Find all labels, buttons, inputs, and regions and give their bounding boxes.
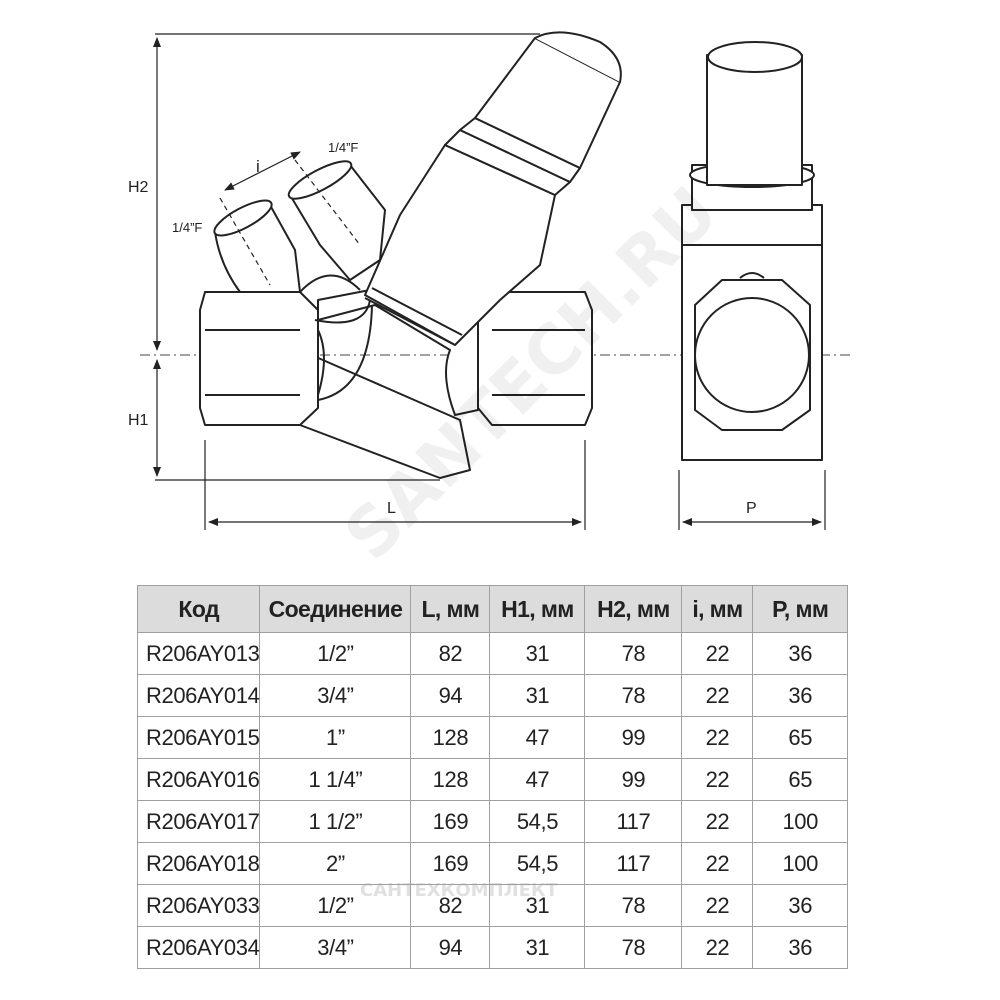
cell-p: 36	[752, 632, 848, 675]
cell-i: 22	[681, 884, 754, 927]
cell-p: 100	[752, 842, 848, 885]
cell-i: 22	[681, 926, 754, 969]
cell-p: 100	[752, 800, 848, 843]
dim-h2-label: H2	[128, 179, 149, 196]
cell-p: 65	[752, 716, 848, 759]
table-row: R206AY018 2” 169 54,5 117 22 100	[136, 842, 848, 885]
cell-code: R206AY033	[136, 884, 261, 927]
cell-l: 169	[410, 800, 491, 843]
dim-h1-label: H1	[128, 412, 149, 429]
cell-connection: 1 1/4”	[259, 758, 412, 801]
table-row: R206AY017 1 1/2” 169 54,5 117 22 100	[136, 800, 848, 843]
spec-table: Код Соединение L, мм H1, мм H2, мм i, мм…	[136, 585, 848, 969]
cell-h2: 99	[584, 716, 683, 759]
cell-connection: 2”	[259, 842, 412, 885]
cell-code: R206AY018	[136, 842, 261, 885]
cell-i: 22	[681, 758, 754, 801]
front-dimensions	[153, 33, 586, 530]
dim-p-label: P	[746, 500, 757, 517]
cell-connection: 3/4”	[259, 926, 412, 969]
header-p: P, мм	[752, 585, 848, 633]
cell-h1: 54,5	[489, 842, 586, 885]
port-left-label: 1/4”F	[172, 220, 202, 235]
cell-h2: 117	[584, 842, 683, 885]
cell-p: 65	[752, 758, 848, 801]
table-row: R206AY014 3/4” 94 31 78 22 36	[136, 674, 848, 717]
cell-h1: 47	[489, 716, 586, 759]
cell-h1: 31	[489, 632, 586, 675]
table-row: R206AY016 1 1/4” 128 47 99 22 65	[136, 758, 848, 801]
cell-code: R206AY017	[136, 800, 261, 843]
side-dimensions	[678, 470, 826, 530]
cell-i: 22	[681, 800, 754, 843]
side-view	[681, 41, 823, 461]
cell-l: 169	[410, 842, 491, 885]
cell-code: R206AY014	[136, 674, 261, 717]
cell-h1: 31	[489, 674, 586, 717]
cell-l: 128	[410, 716, 491, 759]
cell-i: 22	[681, 842, 754, 885]
dim-i-label: i	[256, 157, 260, 176]
cell-p: 36	[752, 926, 848, 969]
cell-h2: 78	[584, 926, 683, 969]
cell-code: R206AY015	[136, 716, 261, 759]
cell-code: R206AY013	[136, 632, 261, 675]
cell-connection: 1/2”	[259, 632, 412, 675]
front-view	[199, 31, 622, 479]
cell-l: 94	[410, 674, 491, 717]
cell-l: 94	[410, 926, 491, 969]
header-h1: H1, мм	[489, 585, 586, 633]
cell-p: 36	[752, 884, 848, 927]
cell-connection: 3/4”	[259, 674, 412, 717]
header-l: L, мм	[410, 585, 491, 633]
header-code: Код	[136, 585, 261, 633]
cell-l: 128	[410, 758, 491, 801]
cell-connection: 1”	[259, 716, 412, 759]
cell-h1: 54,5	[489, 800, 586, 843]
cell-h1: 31	[489, 884, 586, 927]
cell-h1: 31	[489, 926, 586, 969]
cell-connection: 1/2”	[259, 884, 412, 927]
cell-l: 82	[410, 884, 491, 927]
cell-i: 22	[681, 674, 754, 717]
valve-drawing: H2 H1 L i 1/4”F 1/4”F P	[128, 31, 850, 530]
cell-h2: 99	[584, 758, 683, 801]
table-row: R206AY033 1/2” 82 31 78 22 36	[136, 884, 848, 927]
header-i: i, мм	[681, 585, 754, 633]
cell-h2: 117	[584, 800, 683, 843]
cell-i: 22	[681, 716, 754, 759]
cell-l: 82	[410, 632, 491, 675]
cell-i: 22	[681, 632, 754, 675]
cell-connection: 1 1/2”	[259, 800, 412, 843]
cell-code: R206AY034	[136, 926, 261, 969]
dim-l-label: L	[387, 500, 396, 517]
cell-h2: 78	[584, 632, 683, 675]
table-row: R206AY013 1/2” 82 31 78 22 36	[136, 632, 848, 675]
header-connection: Соединение	[259, 585, 412, 633]
cell-h1: 47	[489, 758, 586, 801]
cell-code: R206AY016	[136, 758, 261, 801]
header-h2: H2, мм	[584, 585, 683, 633]
table-row: R206AY034 3/4” 94 31 78 22 36	[136, 926, 848, 969]
port-top-label: 1/4”F	[328, 140, 358, 155]
cell-p: 36	[752, 674, 848, 717]
cell-h2: 78	[584, 884, 683, 927]
table-row: R206AY015 1” 128 47 99 22 65	[136, 716, 848, 759]
cell-h2: 78	[584, 674, 683, 717]
table-header-row: Код Соединение L, мм H1, мм H2, мм i, мм…	[136, 585, 848, 633]
